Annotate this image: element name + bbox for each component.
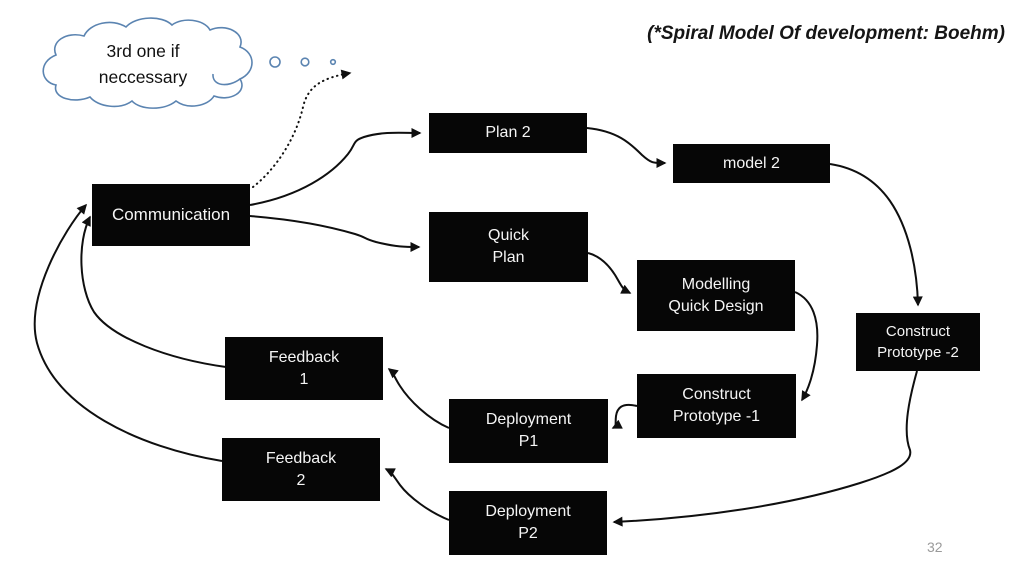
connector-communication-to-plan-2 [249,127,422,206]
node-deployment-p1: Deployment P1 [449,399,608,463]
node-quick-plan: Quick Plan [429,212,588,282]
node-label: Deployment P1 [485,411,572,450]
connector-communication-to-quick-plan [249,215,421,252]
node-label: Modelling Quick Design [668,275,764,315]
node-feedback-1: Feedback 1 [225,337,383,400]
thought-cloud [42,17,337,109]
node-communication: Communication [92,184,250,246]
connector-quick-plan-to-modelling-quick-design [587,252,632,294]
connector-feedback-2-to-communication [33,203,223,462]
node-model-2: model 2 [673,144,830,183]
node-deployment-p2: Deployment P2 [449,491,607,555]
node-label: Quick Plan [488,227,529,266]
connector-construct-prototype-1-to-deployment-p1 [611,403,638,429]
node-feedback-2: Feedback 2 [222,438,380,501]
connector-feedback-1-to-communication [80,215,227,368]
connector-deployment-p1-to-feedback-1 [387,368,450,429]
thought-cloud-text: 3rd one if neccessary [98,41,188,87]
node-label: Plan 2 [485,124,531,141]
node-modelling-quick-design: Modelling Quick Design [637,260,795,331]
thought-bubble-circle [269,56,281,68]
node-plan-2: Plan 2 [429,113,587,153]
connector-deployment-p2-to-feedback-2 [384,468,450,521]
node-label: model 2 [723,154,780,172]
connector-plan-2-to-model-2 [586,127,667,169]
node-construct-prototype-1: Construct Prototype -1 [637,374,796,438]
node-label: Feedback 1 [268,348,340,388]
dotted-arrow-third-iteration [252,69,352,188]
node-label: Communication [111,205,231,224]
node-label: Deployment P2 [485,503,571,542]
connector-construct-prototype-2-to-deployment-p2 [612,370,918,527]
node-label: Construct Prototype -2 [877,323,959,361]
thought-bubble-circle [329,58,337,66]
node-construct-prototype-2: Construct Prototype -2 [856,313,980,371]
thought-bubble-circle [300,57,310,67]
connector-modelling-quick-design-to-construct-prototype-1 [794,291,819,402]
slide-title: (*Spiral Model Of development: Boehm) [647,23,1005,44]
node-label: Feedback 2 [265,449,337,489]
connector-model-2-to-construct-prototype-2 [829,163,923,307]
page-number: 32 [927,539,943,555]
thought-cloud-outline [42,17,253,109]
node-label: Construct Prototype -1 [672,386,761,425]
thought-cloud-curl [212,73,241,86]
